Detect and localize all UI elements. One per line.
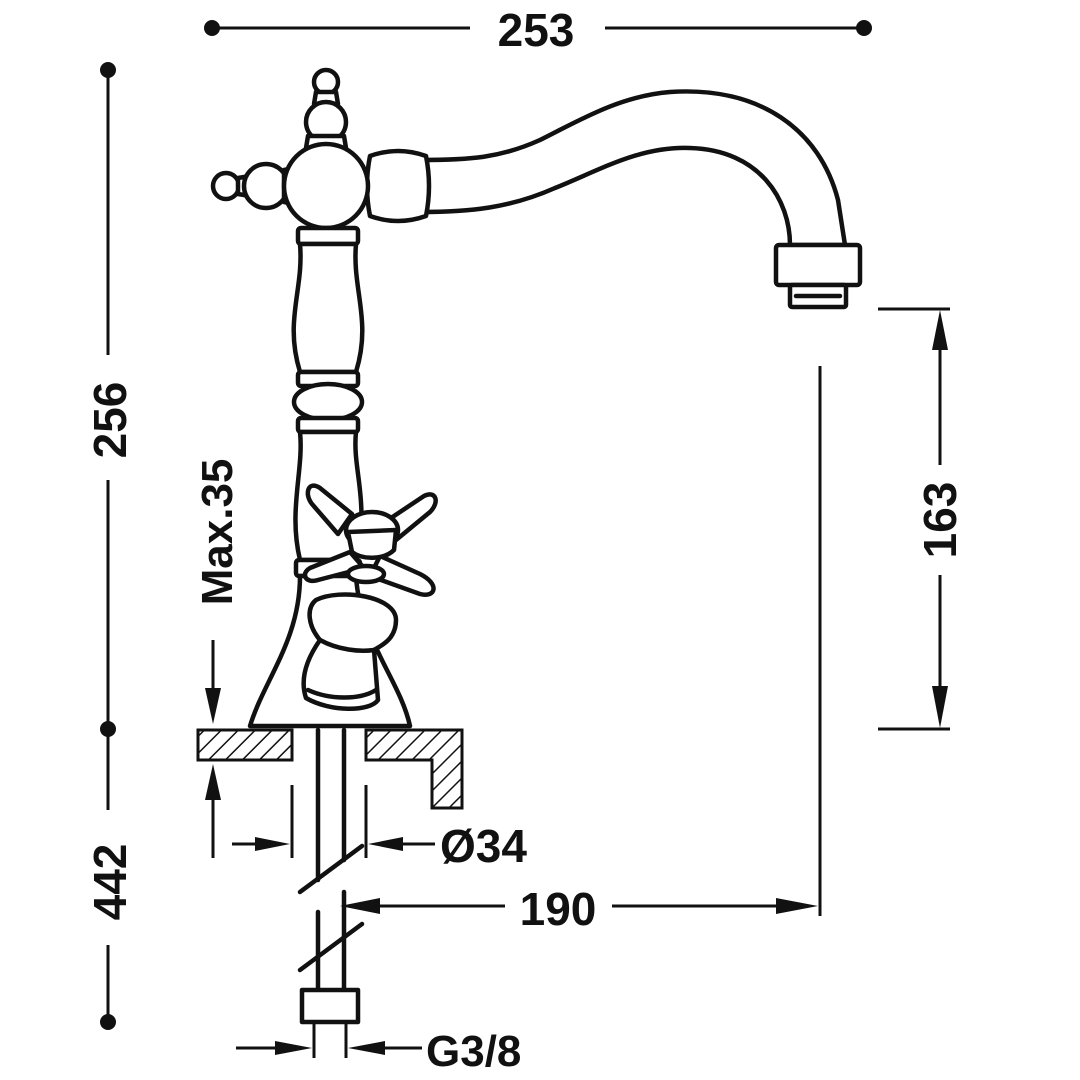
supply-pipe xyxy=(297,727,365,1025)
dimension-max-deck: Max.35 xyxy=(193,459,242,858)
countertop-section xyxy=(196,728,464,810)
dimension-width: 253 xyxy=(204,4,872,56)
dimension-max-deck-label: Max.35 xyxy=(193,459,242,606)
top-finial xyxy=(303,67,349,151)
dimension-spout-reach-label: 190 xyxy=(520,883,597,935)
dimension-hole-diameter: Ø34 xyxy=(232,785,527,872)
dimension-below-deck-label: 442 xyxy=(84,844,136,921)
main-ball xyxy=(281,141,371,231)
dimension-hole-diameter-label: Ø34 xyxy=(440,820,527,872)
dimension-spout-height-label: 163 xyxy=(914,482,966,559)
spout xyxy=(417,89,863,310)
spout-collar xyxy=(364,148,432,224)
connection-nut xyxy=(299,987,361,1025)
cross-handle xyxy=(302,483,438,597)
aerator-ring xyxy=(773,242,863,288)
valve-body xyxy=(301,592,399,711)
dimension-below-deck: 442 xyxy=(84,729,136,1030)
dimension-connection-thread: G3/8 xyxy=(236,1024,521,1076)
dimension-connection-thread-label: G3/8 xyxy=(426,1027,521,1076)
dimension-total-height: 256 xyxy=(84,62,136,737)
dimension-spout-reach: 190 xyxy=(340,366,822,935)
dimension-width-label: 253 xyxy=(498,4,575,56)
dimension-spout-height: 163 xyxy=(878,307,966,731)
dimension-total-height-label: 256 xyxy=(84,382,136,459)
